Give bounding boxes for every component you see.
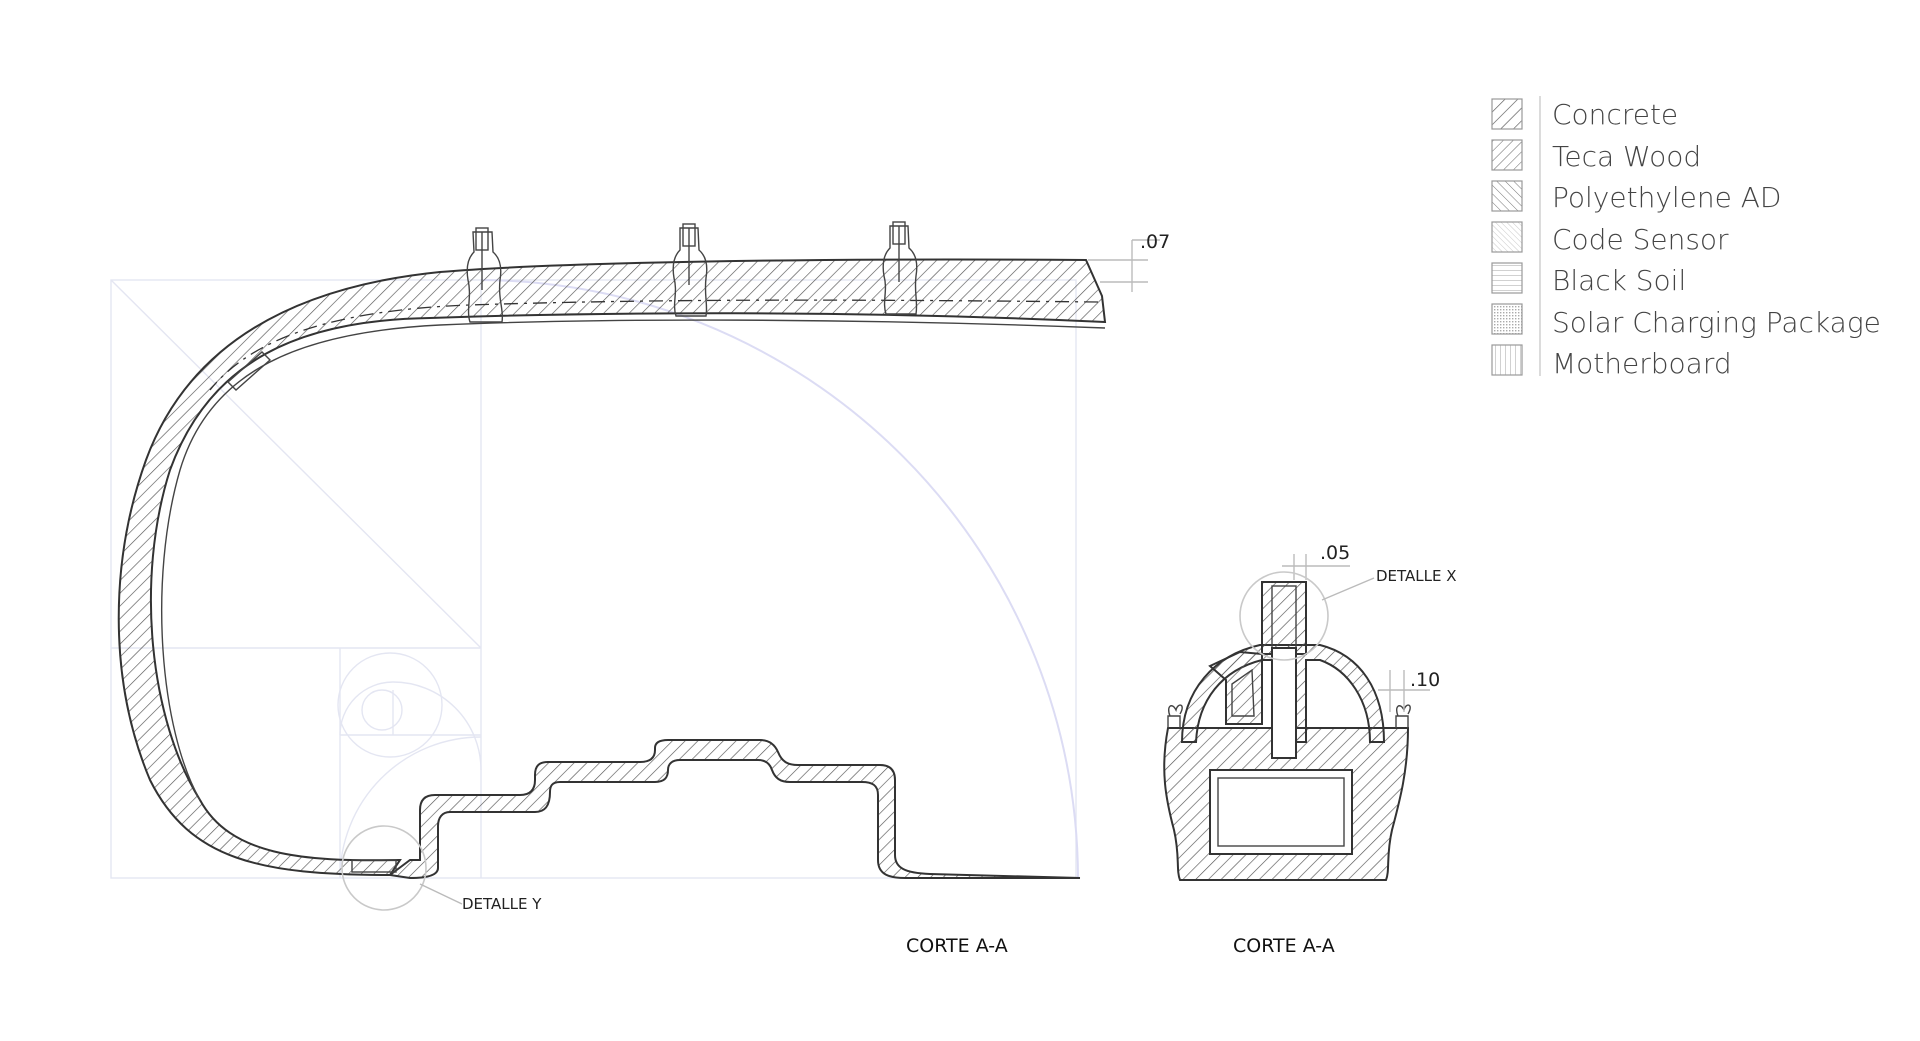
legend-item-teca-wood: Teca Wood [1491,139,1701,173]
motherboard-box [1209,769,1353,855]
dimension-05-label: .05 [1320,542,1350,564]
sensor-stem [1261,581,1307,655]
post-1 [466,227,504,323]
legend-label: Concrete [1552,98,1678,131]
detail-x-label: DETALLE X [1376,567,1457,585]
small-section-drawing: .05 .10 DETALLE X CORTE A-A [1163,542,1457,957]
legend-item-code-sensor: Code Sensor [1491,221,1729,256]
material-legend: Concrete Teca Wood Polyethylene AD Code … [1491,96,1881,380]
legend-item-polyethylene: Polyethylene AD [1491,180,1781,214]
legend-label: Black Soil [1552,264,1686,297]
main-section-caption: CORTE A-A [906,935,1008,957]
legend-label: Polyethylene AD [1552,181,1781,214]
legend-item-concrete: Concrete [1491,98,1678,131]
legend-label: Solar Charging Package [1552,306,1881,339]
stepped-base [387,739,1081,880]
dimension-10-label: .10 [1410,669,1440,691]
legend-item-motherboard: Motherboard [1491,344,1732,380]
legend-item-black-soil: Black Soil [1491,262,1686,297]
dimension-07: .07 [1088,231,1170,292]
post-2 [672,223,708,317]
dimension-07-label: .07 [1140,231,1170,253]
legend-label: Motherboard [1552,347,1732,380]
legend-item-solar-package: Solar Charging Package [1491,303,1881,339]
dimension-05: .05 [1282,542,1350,580]
legend-label: Teca Wood [1552,140,1701,173]
legend-label: Code Sensor [1552,223,1729,256]
detail-x-callout: DETALLE X [1239,567,1457,661]
detail-y-label: DETALLE Y [462,895,542,913]
sensor-compartment [1208,650,1263,725]
post-3 [882,221,918,315]
curve-slot [226,351,272,391]
main-section-drawing: .07 DETALLE Y CORTE A-A [117,221,1170,957]
small-section-caption: CORTE A-A [1233,935,1335,957]
shell-centerline [209,299,1099,391]
detail-y-callout: DETALLE Y [341,825,542,913]
base-slot [351,859,397,873]
golden-arc [480,279,1079,879]
dimension-10: .10 [1378,669,1440,712]
